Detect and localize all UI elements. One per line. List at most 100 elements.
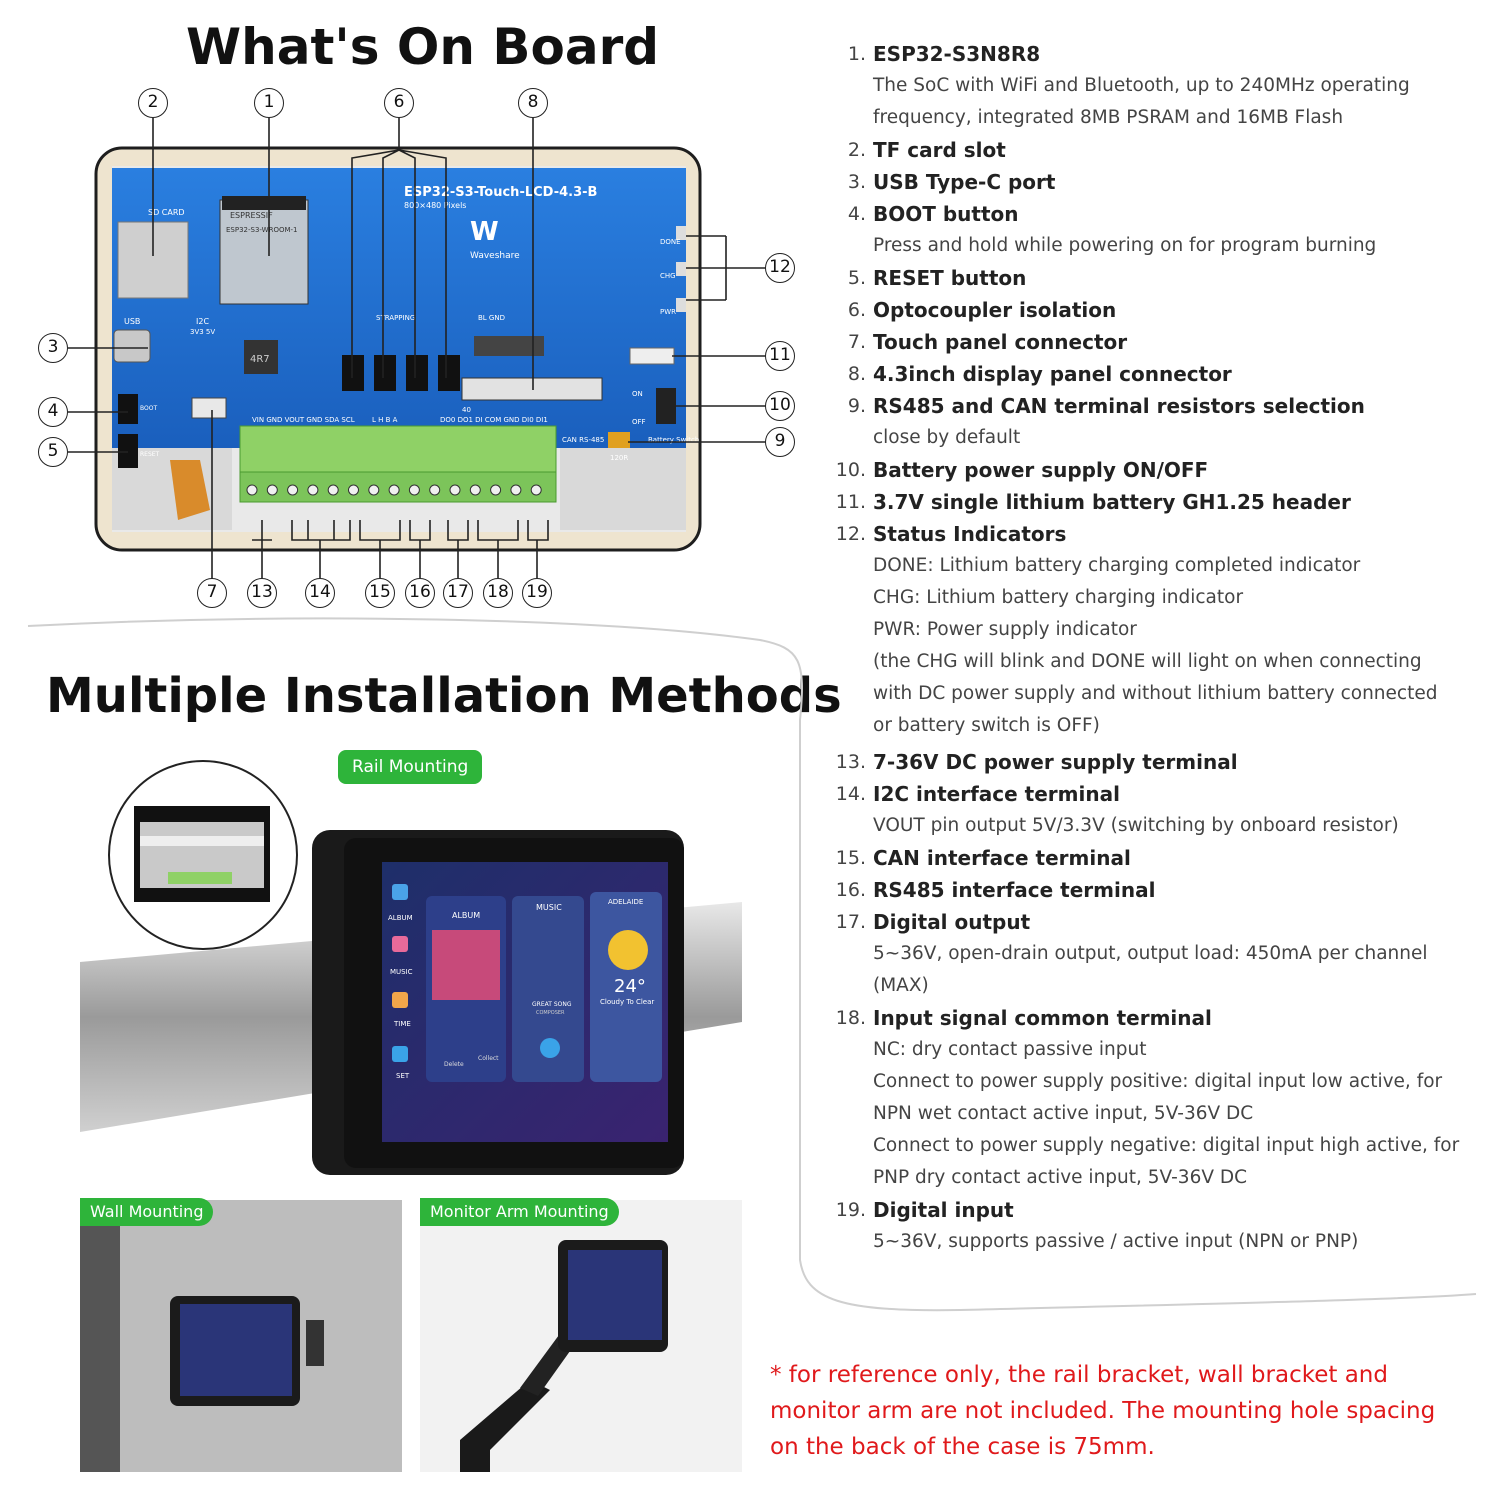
terminal-screw <box>368 484 380 496</box>
feature-number: 2. <box>847 139 866 161</box>
feature-number: 7. <box>847 331 866 353</box>
terminal-screw <box>246 484 258 496</box>
feature-title: RS485 interface terminal <box>873 878 1156 902</box>
screen-card-music: MUSIC <box>536 903 562 912</box>
pin-row-mid: L H B A <box>372 416 398 424</box>
sd-label: SD CARD <box>148 208 185 217</box>
terminal-screw <box>408 484 420 496</box>
feature-number: 8. <box>847 363 866 385</box>
callout-11: 11 <box>765 341 795 371</box>
screen-music-composer: COMPOSER <box>536 1010 565 1016</box>
feature-number: 17. <box>835 911 866 933</box>
board-diagram: SD CARD ESPRESSIF ESP32-S3-WROOM-1 ESP32… <box>68 118 766 580</box>
feature-description: PWR: Power supply indicator <box>873 619 1137 640</box>
battery-switch <box>656 388 676 424</box>
callout-3: 3 <box>38 333 68 363</box>
feature-description: PNP dry contact active input, 5V-36V DC <box>873 1167 1248 1188</box>
terminal-screw <box>348 484 359 496</box>
install-section-title: Multiple Installation Methods <box>46 668 842 724</box>
feature-title: 3.7V single lithium battery GH1.25 heade… <box>873 490 1351 514</box>
feature-number: 13. <box>835 751 866 773</box>
feature-item: 9.RS485 and CAN terminal resistors selec… <box>830 390 1490 454</box>
feature-description: CHG: Lithium battery charging indicator <box>873 587 1244 608</box>
feature-item: 3.USB Type-C port <box>830 166 1490 198</box>
callout-2: 2 <box>138 88 168 118</box>
feature-title: Battery power supply ON/OFF <box>873 458 1209 482</box>
feature-description: (the CHG will blink and DONE will light … <box>873 651 1422 672</box>
bl-gnd-label: BL GND <box>478 314 505 322</box>
feature-item: 15.CAN interface terminal <box>830 842 1490 874</box>
pin-row-left: VIN GND VOUT GND SDA SCL <box>252 416 355 424</box>
screen-sidebar-time: TIME <box>393 1020 411 1028</box>
feature-item: 7. Touch panel connector <box>830 326 1490 358</box>
feature-number: 19. <box>835 1199 866 1221</box>
terminal-screw <box>266 484 278 496</box>
screen-weather-desc: Cloudy To Clear <box>600 998 654 1006</box>
board-resolution-label: 800×480 Pixels <box>404 201 466 210</box>
rail-inset-circle <box>108 760 298 950</box>
feature-title: Optocoupler isolation <box>873 298 1117 322</box>
off-label: OFF <box>632 418 646 426</box>
callout-8: 8 <box>518 88 548 118</box>
feature-title: BOOT button <box>873 202 1019 226</box>
inductor-label: 4R7 <box>250 354 270 365</box>
callout-14: 14 <box>305 578 335 608</box>
module-brand: ESPRESSIF <box>230 211 273 220</box>
feature-item: 2. TF card slot <box>830 134 1490 166</box>
feature-number: 18. <box>835 1007 866 1029</box>
screen-card-weather: ADELAIDE <box>608 898 643 906</box>
terminal-screw <box>429 484 441 496</box>
pin-number-label: 40 <box>462 406 471 414</box>
feature-item: 16.RS485 interface terminal <box>830 874 1490 906</box>
terminal-screw <box>449 484 461 496</box>
feature-description: or battery switch is OFF) <box>873 715 1100 736</box>
feature-description: VOUT pin output 5V/3.3V (switching by on… <box>873 815 1399 836</box>
feature-description: Connect to power supply positive: digita… <box>873 1071 1443 1092</box>
esp32-module <box>219 199 309 305</box>
done-label: DONE <box>660 238 681 246</box>
pwr-label: PWR <box>660 308 676 316</box>
feature-item: 11. 3.7V single lithium battery GH1.25 he… <box>830 486 1490 518</box>
display-fpc-connector <box>461 377 603 401</box>
feature-number: 12. <box>835 523 866 545</box>
feature-item: 8.4.3inch display panel connector <box>830 358 1490 390</box>
feature-title: Touch panel connector <box>873 330 1128 354</box>
led-pwr <box>676 298 686 312</box>
leader-lines <box>68 118 766 580</box>
screen-music-song: GREAT SONG <box>532 1001 572 1008</box>
reset-label: RESET <box>140 451 160 458</box>
screen-sidebar-music: MUSIC <box>390 968 413 976</box>
feature-title: USB Type-C port <box>873 170 1056 194</box>
feature-item: 5.RESET button <box>830 262 1490 294</box>
callout-13: 13 <box>247 578 277 608</box>
terminal-screw <box>490 484 502 496</box>
feature-title: Digital output <box>873 910 1031 934</box>
monitor-arm-mounting-tag: Monitor Arm Mounting <box>420 1198 619 1226</box>
feature-title: Input signal common terminal <box>873 1006 1212 1030</box>
on-label: ON <box>632 390 643 398</box>
feature-number: 6. <box>847 299 866 321</box>
feature-number: 10. <box>835 459 866 481</box>
feature-number: 5. <box>847 267 866 289</box>
feature-number: 14. <box>835 783 866 805</box>
feature-item: 17. Digital output 5~36V, open-drain outpu… <box>830 906 1490 1002</box>
feature-title: Status Indicators <box>873 522 1067 546</box>
resistor-dip-switch <box>608 432 630 448</box>
screen-sidebar-set: SET <box>396 1072 410 1080</box>
feature-title: TF card slot <box>873 138 1006 162</box>
usb-c-port <box>113 329 151 363</box>
wall-mounting-tag: Wall Mounting <box>80 1198 214 1226</box>
board-section-title: What's On Board <box>186 18 660 76</box>
feature-number: 15. <box>835 847 866 869</box>
feature-description: 5~36V, open-drain output, output load: 4… <box>873 943 1428 964</box>
feature-number: 1. <box>847 43 866 65</box>
usb-label: USB <box>124 317 140 326</box>
feature-number: 11. <box>835 491 866 513</box>
optocoupler <box>406 355 428 391</box>
led-chg <box>676 262 686 276</box>
feature-title: ESP32-S3N8R8 <box>873 42 1041 66</box>
